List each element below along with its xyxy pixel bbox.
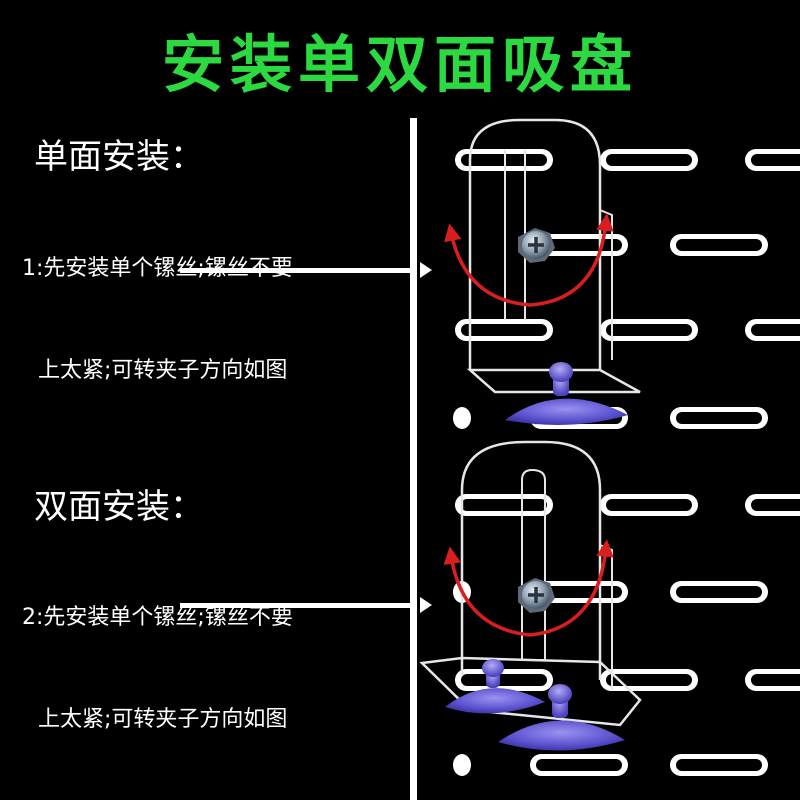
panel-divider-line [410,118,417,800]
double-side-pointer [180,597,432,613]
single-side-pointer [180,262,432,278]
pegboard-slot-opening [751,499,800,511]
double-side-line-2: 上太紧;可转夹子方向如图 [38,707,288,732]
pegboard-hole [453,407,471,429]
double-side-line-1: 2:先安装单个镙丝;镙丝不要 [22,605,293,630]
pegboard-slot-opening [676,239,762,251]
pegboard-slot-opening [676,412,762,424]
pegboard-slot-opening [751,324,800,336]
single-side-suction-cup [505,362,628,425]
pegboard-slot-opening [606,324,692,336]
pegboard-slot-opening [606,154,692,166]
pegboard-slot-opening [751,674,800,686]
pegboard-slot-opening [461,499,547,511]
pegboard-slots [455,149,800,776]
double-side-suction-cup-left [445,659,545,714]
single-side-screw [518,228,555,263]
double-side-rotation-arrow [443,539,614,637]
pegboard-slot-opening [751,154,800,166]
pegboard-slot-opening [676,586,762,598]
pegboard-slot-opening [676,759,762,771]
single-side-line-2: 上太紧;可转夹子方向如图 [38,358,288,383]
pegboard-slot-opening [461,674,547,686]
double-side-screw [518,578,555,613]
page-title: 安装单双面吸盘 [161,28,638,101]
pegboard-hole [453,754,471,776]
double-side-description: 2:先安装单个镙丝;镙丝不要 上太紧;可转夹子方向如图 [22,533,293,771]
pegboard-slot-opening [536,759,622,771]
single-side-rotation-arrow [444,213,614,307]
double-side-suction-cup-right [498,684,625,751]
double-side-heading: 双面安装： [34,487,204,527]
pegboard-slot-opening [461,324,547,336]
single-side-heading: 单面安装： [34,137,204,177]
pegboard-slot-opening [606,499,692,511]
pegboard-slot-opening [606,674,692,686]
